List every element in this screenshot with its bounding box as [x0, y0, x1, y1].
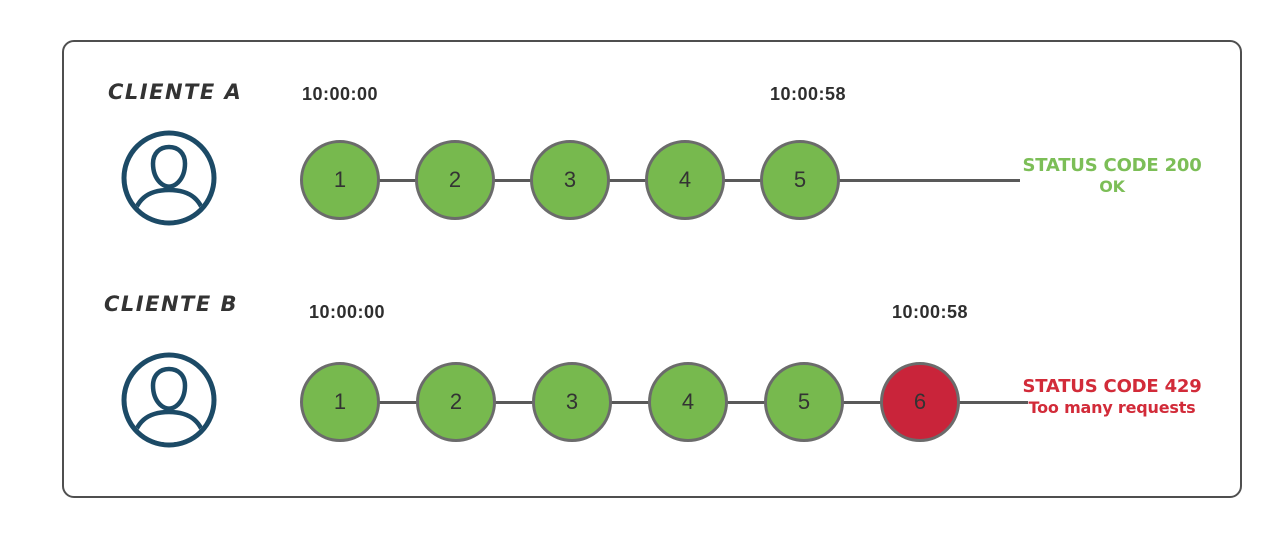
request-circle-b2: 2 [416, 362, 496, 442]
client-a-label: CLIENTE A [108, 80, 243, 104]
request-circle-b5: 5 [764, 362, 844, 442]
request-circle-a5: 5 [760, 140, 840, 220]
client-b-status: STATUS CODE 429 Too many requests [1020, 376, 1204, 418]
request-circle-a4: 4 [645, 140, 725, 220]
request-circle-a3: 3 [530, 140, 610, 220]
status-desc-line: Too many requests [1028, 398, 1196, 417]
user-avatar-icon [119, 350, 219, 450]
request-circle-b3: 3 [532, 362, 612, 442]
status-code-line: STATUS CODE 429 [1022, 376, 1202, 397]
client-b-end-time: 10:00:58 [891, 302, 969, 322]
status-code-line: STATUS CODE 200 [1022, 155, 1202, 176]
diagram-frame [62, 40, 1242, 498]
status-desc-line: OK [1099, 177, 1125, 196]
client-a-status: STATUS CODE 200 OK [1020, 155, 1204, 197]
client-b-label: CLIENTE B [104, 292, 239, 316]
request-circle-a2: 2 [415, 140, 495, 220]
request-circle-b1: 1 [300, 362, 380, 442]
request-circle-b6-blocked: 6 [880, 362, 960, 442]
request-circle-a1: 1 [300, 140, 380, 220]
client-b-start-time: 10:00:00 [308, 302, 386, 322]
client-a-end-time: 10:00:58 [769, 84, 847, 104]
user-avatar-icon [119, 128, 219, 228]
request-circle-b4: 4 [648, 362, 728, 442]
client-a-start-time: 10:00:00 [301, 84, 379, 104]
